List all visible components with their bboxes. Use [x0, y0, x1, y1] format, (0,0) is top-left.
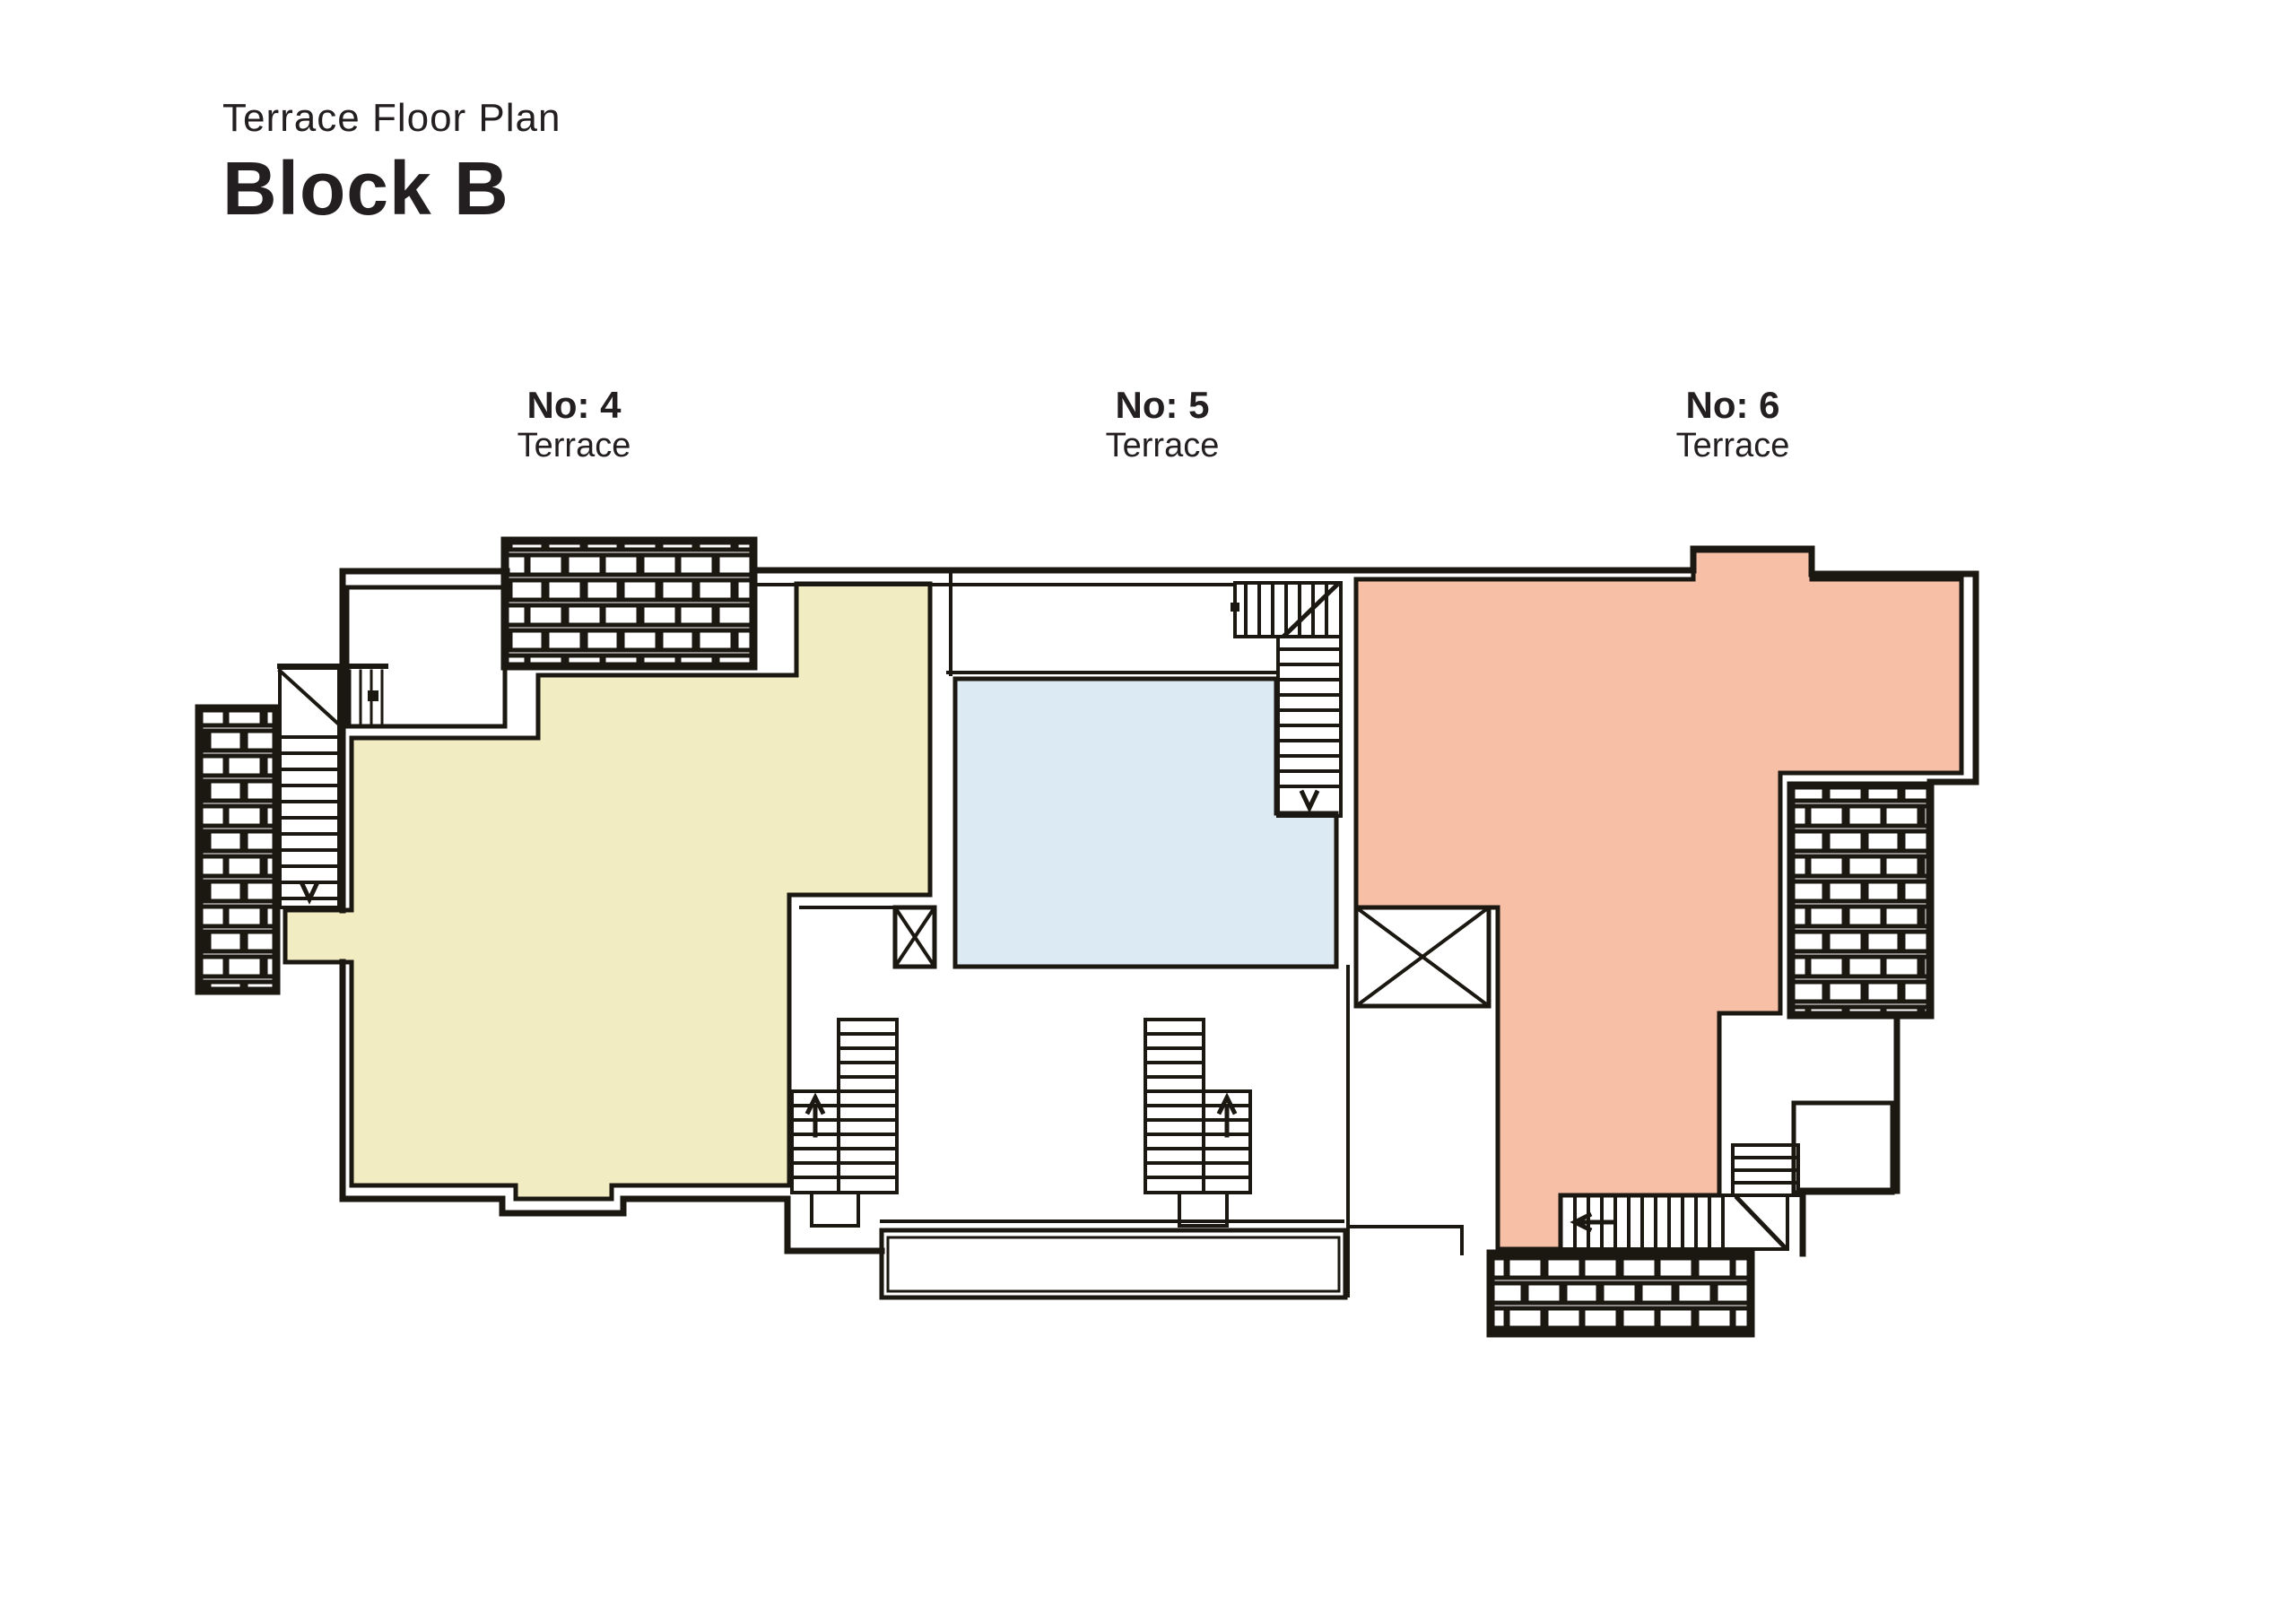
stair-left — [277, 664, 388, 909]
unit-5-label: No: 5 Terrace — [1106, 384, 1220, 466]
outer-wall-right-lower — [1799, 1011, 1934, 1257]
unit-4-type: Terrace — [517, 427, 631, 465]
unit-4-label: No: 4 Terrace — [517, 384, 631, 466]
roof-hatch-top-left — [500, 536, 758, 671]
stair-left-treads — [278, 735, 341, 900]
stair-courtyard-left — [790, 1018, 899, 1228]
shaft-box-large — [1353, 905, 1492, 1009]
stair-top-middle-post-cap — [1231, 603, 1239, 612]
stair-courtyard-right-landing — [1178, 1191, 1229, 1228]
unit-6-type: Terrace — [1675, 427, 1790, 465]
stair-top-middle-lower-treads — [1276, 647, 1343, 788]
stair-courtyard-left-landing — [810, 1191, 860, 1228]
balcony-outer — [879, 1228, 1348, 1300]
stair-top-middle-down-arrow — [1299, 789, 1320, 813]
unit-5-number: No: 5 — [1115, 384, 1210, 426]
roof-hatch-right — [1787, 781, 1935, 1020]
stair-courtyard-left-treads-a — [837, 1032, 899, 1179]
stair-bottom-right-left-arrow — [1570, 1211, 1615, 1233]
unit-6-label: No: 6 Terrace — [1676, 384, 1790, 466]
stair-left-landing-diagonal — [277, 668, 342, 727]
stair-courtyard-right-up-arrow — [1216, 1092, 1238, 1138]
courtyard-bottom-right-wall — [1346, 1225, 1464, 1255]
stair-left-down-arrow — [299, 881, 320, 905]
stair-top-middle-diagonal — [1282, 582, 1340, 638]
unit-4-number: No: 4 — [526, 384, 622, 426]
shaft-box-large-cross — [1354, 906, 1491, 1008]
room-bottom-right — [1791, 1100, 1895, 1195]
unit-5-type: Terrace — [1105, 427, 1220, 465]
stair-top-middle-upper-treads — [1244, 581, 1328, 638]
walls — [339, 545, 1979, 1300]
room-top-left — [344, 585, 508, 729]
outer-wall-left-bottom — [339, 959, 885, 1254]
stair-left-railing-posts — [348, 669, 384, 726]
stair-bottom-right-upper-treads — [1731, 1156, 1800, 1185]
stair-courtyard-right — [1144, 1018, 1252, 1228]
title-block: Terrace Floor Plan Block B — [222, 96, 561, 231]
roof-hatch-areas — [195, 536, 1935, 1338]
roof-hatch-left — [195, 704, 281, 995]
stair-left-railing-post-cap — [368, 690, 378, 701]
outer-wall-top-right — [750, 545, 1979, 785]
plan-title: Block B — [222, 146, 509, 231]
plan-subtitle: Terrace Floor Plan — [222, 96, 561, 140]
stair-top-middle — [1231, 581, 1343, 818]
unit-6-number: No: 6 — [1685, 384, 1780, 426]
shaft-box-small-cross — [893, 906, 936, 968]
roof-hatch-bottom-right — [1486, 1249, 1755, 1338]
stair-bottom-right — [1559, 1143, 1800, 1251]
stair-bottom-right-diagonal — [1734, 1194, 1787, 1250]
stair-courtyard-right-treads-a — [1144, 1032, 1205, 1179]
shaft-box-small — [892, 905, 937, 969]
stair-courtyard-left-up-arrow — [804, 1092, 826, 1138]
balcony-inner — [886, 1236, 1341, 1293]
